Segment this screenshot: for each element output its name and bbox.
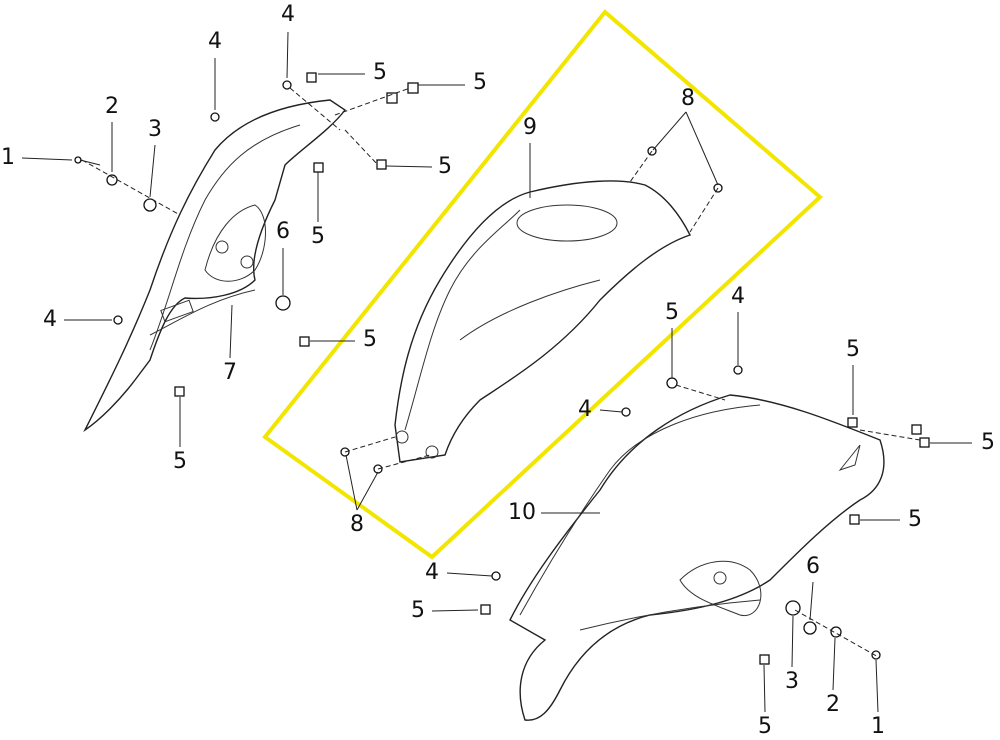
left-grommet-hole	[215, 240, 229, 254]
right-panel-inner-rib	[519, 404, 761, 616]
left-side-panel	[83, 99, 347, 433]
right-grommet-hole	[713, 571, 727, 585]
tank-mount-hole	[395, 430, 409, 444]
callout-label: 5	[411, 598, 425, 623]
tank-mount-hole	[425, 445, 439, 459]
callout-label: 8	[681, 86, 695, 111]
left-panel-lower-edge	[149, 289, 256, 336]
right-panel-vent	[838, 444, 861, 472]
callout-label: 5	[373, 60, 387, 85]
highlight-box	[262, 9, 824, 560]
callout-label: 7	[223, 360, 237, 385]
left-panel-bracket	[204, 204, 266, 282]
right-panel-edge	[579, 599, 761, 631]
callout-label: 2	[105, 94, 119, 119]
tank-cover	[394, 180, 691, 463]
callout-label: 2	[826, 692, 840, 717]
callout-label: 5	[311, 224, 325, 249]
leader-lines	[21, 31, 972, 713]
callout-label: 5	[473, 70, 487, 95]
tank-cover-crease	[459, 279, 601, 341]
callout-label: 5	[981, 430, 995, 455]
callout-label: 5	[758, 714, 772, 739]
tank-cover-crease	[404, 209, 521, 431]
left-panel-label-area	[160, 299, 194, 323]
dashed-assembly-lines	[81, 87, 921, 659]
callout-label: 1	[1, 145, 15, 170]
callout-label: 5	[438, 154, 452, 179]
callout-label: 6	[806, 554, 820, 579]
callout-label: 9	[523, 115, 537, 140]
callout-label: 5	[846, 337, 860, 362]
callout-label: 8	[350, 512, 364, 537]
right-side-panel	[509, 394, 885, 721]
left-grommet-hole	[240, 255, 254, 269]
left-panel-inner-rib	[149, 124, 301, 351]
callout-label: 5	[173, 449, 187, 474]
callout-label: 5	[665, 300, 679, 325]
callout-label: 5	[363, 327, 377, 352]
fuel-cap-opening	[516, 204, 618, 242]
callout-label: 4	[425, 560, 439, 585]
callout-label: 4	[578, 397, 592, 422]
callout-label: 3	[785, 669, 799, 694]
callout-label: 4	[731, 284, 745, 309]
callout-label: 4	[281, 2, 295, 27]
right-panel-bracket	[679, 560, 762, 616]
callout-label: 4	[43, 307, 57, 332]
callout-label: 1	[871, 714, 885, 739]
callout-label: 4	[208, 29, 222, 54]
callout-label: 5	[908, 507, 922, 532]
callout-label: 10	[508, 500, 536, 525]
callout-label: 3	[148, 117, 162, 142]
callout-label: 6	[276, 219, 290, 244]
